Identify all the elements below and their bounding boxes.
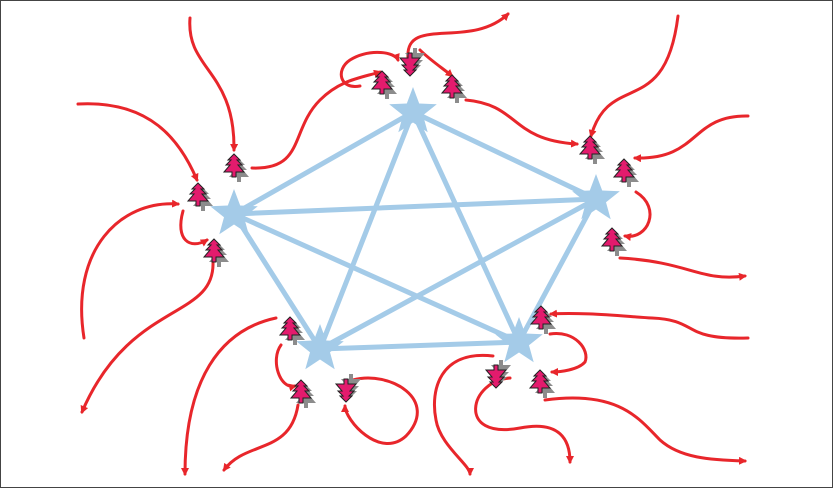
tree-icon <box>278 316 305 345</box>
flow-arrow <box>588 14 680 138</box>
flow-arrow <box>543 396 747 465</box>
flow-arrow <box>179 209 209 247</box>
flow-arrow <box>250 69 382 170</box>
hub-link <box>231 211 323 352</box>
flow-arrow <box>339 51 400 88</box>
flow-arrow <box>222 403 300 472</box>
hub-link <box>231 211 522 345</box>
flow-arrow <box>474 376 574 464</box>
flow-arrow <box>406 12 510 60</box>
star-icon <box>389 87 437 133</box>
leaf-nodes <box>186 48 639 408</box>
flow-arrow <box>80 260 215 414</box>
hub-link <box>516 196 599 345</box>
tree-icon <box>222 153 249 182</box>
star-icon <box>210 189 258 235</box>
star-icon <box>495 317 543 363</box>
flow-arrow <box>80 199 180 340</box>
hub-link <box>317 196 599 352</box>
star-icon <box>296 324 344 370</box>
flow-arrow <box>618 256 747 281</box>
hub-stars <box>210 87 620 370</box>
flow-arrow <box>274 343 297 392</box>
hub-links <box>231 109 599 352</box>
tree-icon <box>440 74 467 103</box>
hub-link <box>231 109 416 217</box>
flow-arrow <box>633 114 750 163</box>
tree-icon <box>529 305 556 334</box>
star-icon <box>572 174 620 220</box>
tree-icon <box>186 182 213 211</box>
tree-icon <box>398 48 425 77</box>
flow-arrow <box>549 309 750 340</box>
tree-icon <box>578 135 605 164</box>
tree-icon <box>484 360 511 389</box>
tree-icon <box>528 369 555 398</box>
hub-link <box>317 109 416 352</box>
tree-icon <box>202 238 229 267</box>
tree-icon <box>289 379 316 408</box>
hub-link <box>410 109 522 345</box>
hub-link <box>410 109 599 202</box>
tree-icon <box>370 70 397 99</box>
tree-icon <box>334 374 361 403</box>
tree-icon <box>600 227 627 256</box>
flow-arrow <box>432 353 495 476</box>
flow-arrow <box>181 316 278 476</box>
flow-arrow <box>76 102 199 182</box>
hub-link <box>317 339 522 352</box>
flow-arrow <box>464 98 579 148</box>
flow-arrow <box>548 332 588 376</box>
tree-icon <box>612 158 639 187</box>
flow-arrow <box>188 16 239 152</box>
hub-link <box>231 196 599 217</box>
flow-arrow <box>623 190 652 241</box>
flow-arrow <box>341 376 419 445</box>
flow-arrows <box>76 12 750 476</box>
flow-arrow <box>418 48 454 78</box>
